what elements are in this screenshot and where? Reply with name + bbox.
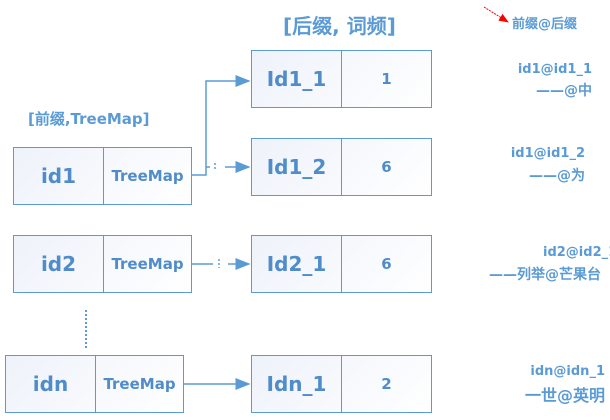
note-value: ——@中	[536, 83, 592, 99]
prefix-map: TreeMap	[95, 356, 183, 412]
suffix-freq: 1	[341, 51, 431, 107]
suffix-freq: 6	[341, 139, 431, 195]
prefix-node-id1[interactable]: id1 TreeMap	[13, 147, 192, 205]
suffix-id: Id1_2	[266, 155, 327, 179]
note-key: id2@id2_1	[543, 245, 610, 260]
suffix-id: Id1_1	[266, 67, 327, 91]
prefix-map: TreeMap	[103, 236, 191, 292]
suffix-node-id1_2[interactable]: Id1_2 6	[251, 138, 432, 196]
suffix-node-idn_1[interactable]: Idn_1 2	[251, 355, 432, 413]
note-key: idn@idn_1	[530, 364, 605, 379]
prefix-id: idn	[32, 372, 69, 396]
suffix-freq: 6	[341, 236, 431, 292]
arrow-id1-to-id1_1	[192, 75, 251, 176]
note-value: ——@为	[529, 168, 585, 184]
prefix-node-idn[interactable]: idn TreeMap	[5, 355, 184, 413]
legend-arrow	[483, 6, 509, 23]
prefix-map: TreeMap	[103, 148, 191, 204]
suffix-id: Id2_1	[266, 252, 327, 276]
prefix-id: id2	[40, 252, 77, 276]
suffix-header: [后缀, 词频]	[283, 14, 396, 38]
prefix-header: [前缀,TreeMap]	[28, 110, 150, 128]
legend-label: 前缀@后缀	[512, 17, 578, 32]
note-value: ——列举@芒果台	[489, 267, 601, 283]
note-key: id1@id1_2	[510, 146, 585, 161]
suffix-id: Idn_1	[266, 372, 327, 396]
note-key: id1@id1_1	[517, 62, 592, 77]
prefix-id: id1	[40, 164, 77, 188]
suffix-node-id2_1[interactable]: Id2_1 6	[251, 235, 432, 293]
prefix-node-id2[interactable]: id2 TreeMap	[13, 235, 192, 293]
suffix-freq: 2	[341, 356, 431, 412]
suffix-node-id1_1[interactable]: Id1_1 1	[251, 50, 432, 108]
note-value: 一世@英明	[524, 386, 605, 405]
